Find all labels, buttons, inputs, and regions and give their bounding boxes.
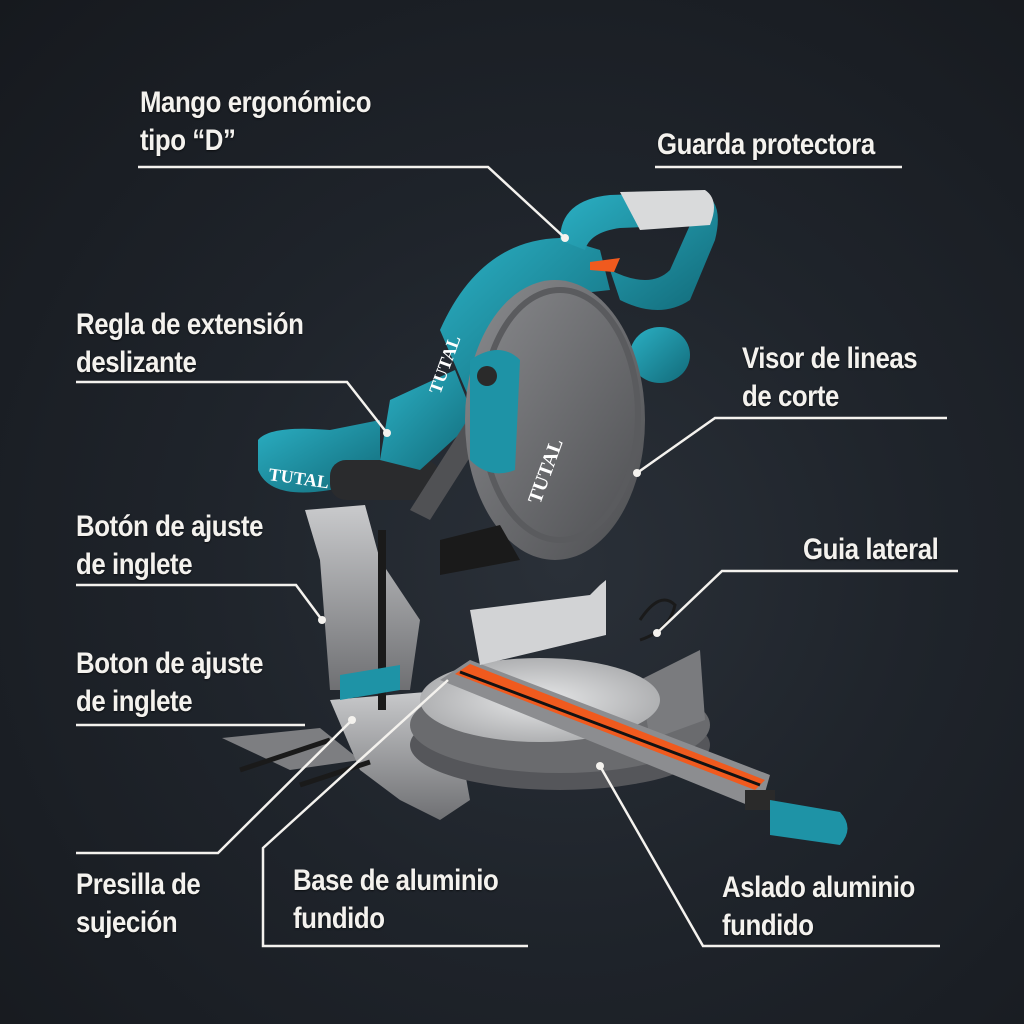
callout-miter-adjust-button-1: Botón de ajuste de inglete — [76, 508, 263, 584]
callout-d-handle: Mango ergonómico tipo “D” — [140, 84, 371, 160]
callout-cast-aluminum-base: Base de aluminio fundido — [293, 862, 499, 938]
callout-text-line2: de corte — [742, 380, 839, 413]
callout-text-line2: sujeción — [76, 906, 178, 939]
callout-text-line1: Boton de ajuste — [76, 647, 264, 680]
callout-text-line2: de inglete — [76, 685, 193, 718]
callout-cast-aluminum-arm: Aslado aluminio fundido — [722, 869, 915, 945]
callout-text-line1: Aslado aluminio — [722, 871, 915, 904]
callout-clamp: Presilla de sujeción — [76, 866, 201, 942]
callout-cut-line-viewer: Visor de lineas de corte — [742, 340, 918, 416]
leader-dots — [318, 234, 661, 770]
callout-text-line1: Guia lateral — [803, 533, 939, 566]
callout-side-guide: Guia lateral — [803, 531, 939, 569]
callout-text-line1: Visor de lineas — [742, 342, 918, 375]
callout-blade-guard: Guarda protectora — [657, 126, 875, 164]
callout-text-line1: Base de aluminio — [293, 864, 499, 897]
miter-adjust-rod — [378, 530, 386, 710]
callout-text-line2: de inglete — [76, 548, 193, 581]
extension-arm — [440, 660, 848, 845]
miter-column — [305, 505, 420, 690]
callout-text-line1: Presilla de — [76, 868, 201, 901]
clamp-handle — [770, 800, 848, 845]
callout-text-line2: fundido — [293, 902, 385, 935]
callout-sliding-extension-rule: Regla de extensión deslizante — [76, 306, 304, 382]
side-fence — [470, 580, 606, 665]
leader-lines — [76, 165, 958, 948]
callout-text-line2: deslizante — [76, 346, 197, 379]
callout-text-line2: tipo “D” — [140, 124, 236, 157]
callout-miter-adjust-button-2: Boton de ajuste de inglete — [76, 645, 263, 721]
blade-guard — [465, 280, 645, 560]
callout-text-line1: Guarda protectora — [657, 128, 875, 161]
callout-text-line1: Botón de ajuste — [76, 510, 264, 543]
callout-text-line1: Mango ergonómico — [140, 86, 372, 119]
callout-text-line1: Regla de extensión — [76, 308, 304, 341]
callout-text-line2: fundido — [722, 909, 814, 942]
